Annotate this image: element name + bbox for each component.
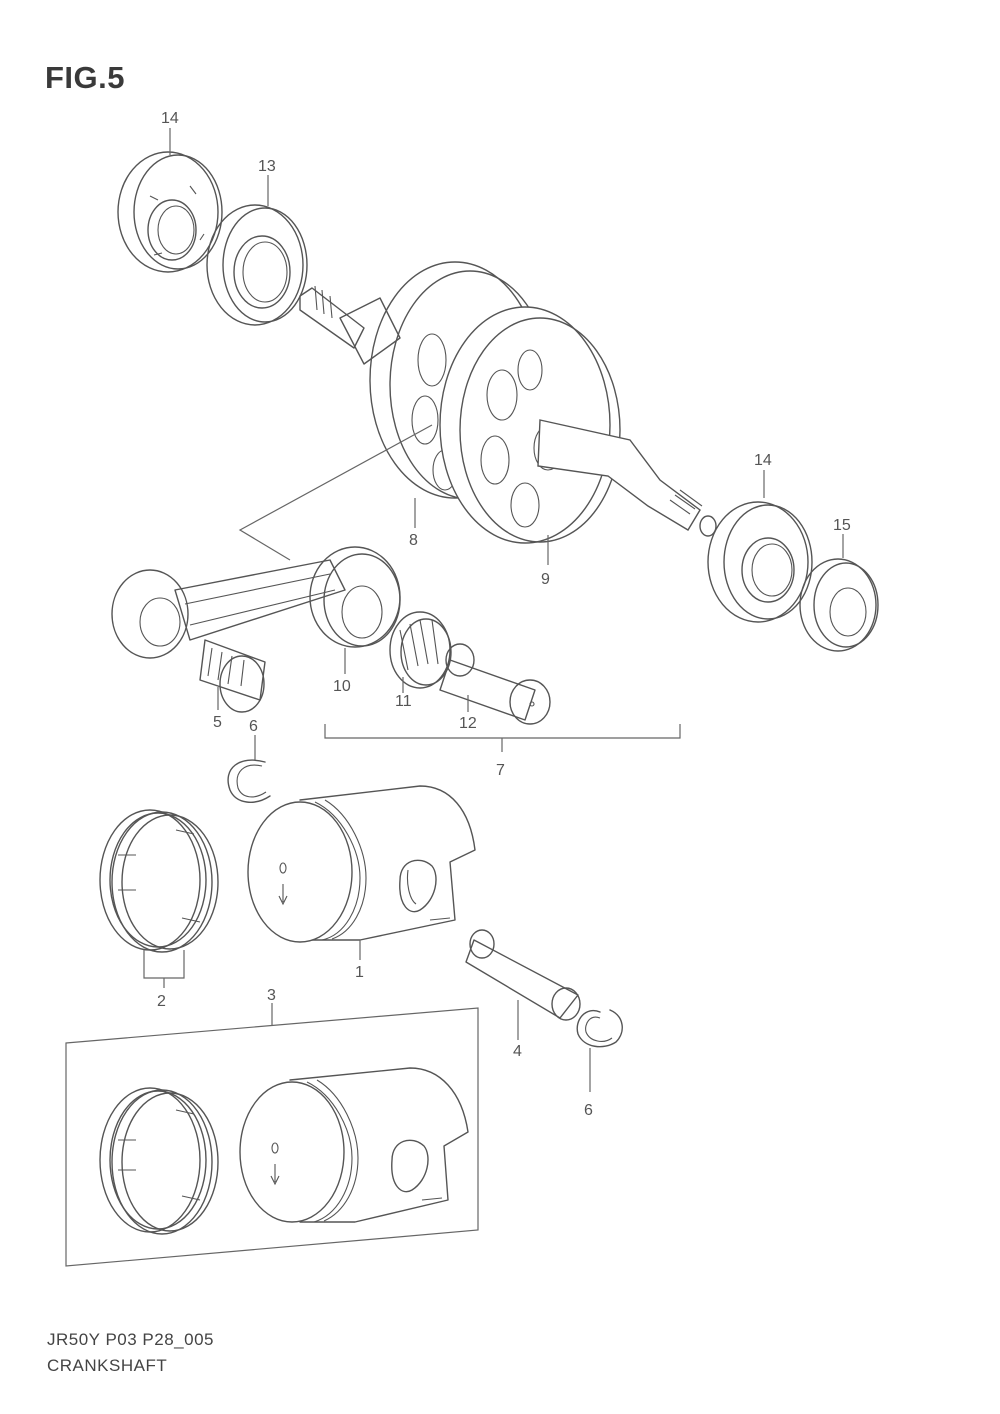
crankshaft-right-half-9[interactable] bbox=[439, 306, 717, 544]
callout-12: 12 bbox=[459, 715, 477, 732]
piston-1[interactable] bbox=[247, 785, 476, 943]
callout-10: 10 bbox=[333, 678, 351, 695]
callout-4: 4 bbox=[513, 1043, 522, 1060]
crank-pin-12[interactable] bbox=[439, 643, 551, 725]
connecting-rod-10[interactable] bbox=[111, 546, 401, 659]
callout-15: 15 bbox=[833, 517, 851, 534]
callout-6-upper: 6 bbox=[249, 718, 258, 735]
circlip-6-upper[interactable] bbox=[227, 759, 271, 803]
bearing-14-top[interactable] bbox=[117, 151, 223, 273]
callout-11: 11 bbox=[395, 693, 412, 710]
oil-seal-13[interactable] bbox=[206, 204, 308, 326]
callout-6-lower: 6 bbox=[584, 1102, 593, 1119]
piston-pin-4[interactable] bbox=[465, 929, 581, 1021]
diagram-code: JR50Y P03 P28_005 bbox=[47, 1330, 214, 1349]
circlip-6-lower[interactable] bbox=[576, 1009, 623, 1048]
callout-13: 13 bbox=[258, 158, 276, 175]
needle-bearing-11[interactable] bbox=[389, 611, 452, 689]
callout-1: 1 bbox=[355, 964, 364, 981]
callout-5: 5 bbox=[213, 714, 222, 731]
diagram-name: CRANKSHAFT bbox=[47, 1356, 168, 1375]
bracket-7 bbox=[324, 724, 681, 752]
needle-bearing-5[interactable] bbox=[199, 639, 266, 713]
oil-seal-15[interactable] bbox=[799, 558, 879, 652]
piston-set-rings[interactable] bbox=[99, 1087, 219, 1235]
piston-set-box-3 bbox=[65, 1007, 479, 1267]
callout-14-top: 14 bbox=[161, 110, 179, 127]
callout-14-right: 14 bbox=[754, 452, 772, 469]
callout-8: 8 bbox=[409, 532, 418, 549]
callout-2: 2 bbox=[157, 993, 166, 1010]
piston-rings-2[interactable] bbox=[99, 809, 219, 953]
callout-7: 7 bbox=[496, 762, 505, 779]
callout-9: 9 bbox=[541, 571, 550, 588]
bearing-14-right[interactable] bbox=[707, 501, 813, 623]
piston-set-piston[interactable] bbox=[239, 1067, 469, 1223]
callout-3: 3 bbox=[267, 987, 276, 1004]
figure-title: FIG.5 bbox=[45, 60, 126, 95]
